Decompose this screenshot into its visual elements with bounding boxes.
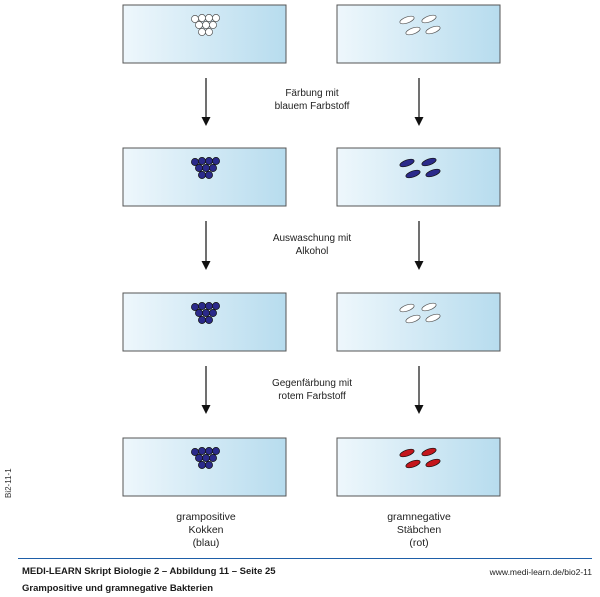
step-label-3-line1: Gegenfärbung mit xyxy=(272,378,352,389)
slide-left-1 xyxy=(122,4,287,64)
coccus-cell xyxy=(205,302,213,310)
coccus-cell xyxy=(202,309,210,317)
rod-cell xyxy=(399,158,415,168)
coccus-cell xyxy=(212,302,220,310)
rod-cell xyxy=(425,168,441,178)
step-label-2-line1: Auswaschung mit xyxy=(273,233,352,244)
rod-cell xyxy=(405,459,421,469)
arrow-right-1 xyxy=(414,78,424,126)
step-label-1-line1: Färbung mit xyxy=(285,88,339,99)
slide-left-4 xyxy=(122,437,287,497)
coccus-cell xyxy=(205,14,213,22)
coccus-cell xyxy=(202,164,210,172)
figure-code: Bi2-11-1 xyxy=(2,462,16,502)
coccus-cell xyxy=(209,164,217,172)
coccus-cell xyxy=(212,447,220,455)
coccus-cell xyxy=(202,21,210,29)
coccus-cell xyxy=(198,461,206,469)
coccus-cell xyxy=(198,316,206,324)
coccus-cell xyxy=(209,309,217,317)
coccus-cell xyxy=(198,14,206,22)
footer-divider xyxy=(18,558,592,559)
coccus-cell xyxy=(195,21,203,29)
rod-cell xyxy=(399,303,415,313)
coccus-cell xyxy=(209,454,217,462)
caption-right-line2: Stäbchen xyxy=(397,524,442,536)
figure-code-text: Bi2-11-1 xyxy=(4,468,13,498)
coccus-cell xyxy=(205,461,213,469)
arrow-left-3 xyxy=(201,366,211,414)
rod-cell xyxy=(421,447,437,457)
caption-left-line1: grampositive xyxy=(176,511,236,523)
footer-url-link[interactable]: www.medi-learn.de/bio2-11 xyxy=(489,567,592,577)
caption-left-line2: Kokken xyxy=(188,524,223,536)
footer-title: MEDI-LEARN Skript Biologie 2 – Abbildung… xyxy=(22,566,276,577)
rod-cell xyxy=(421,157,437,167)
footer-subtitle: Grampositive und gramnegative Bakterien xyxy=(22,583,214,594)
rod-cell xyxy=(405,314,421,324)
rod-cell xyxy=(405,26,421,36)
caption-right-line1: gramnegative xyxy=(387,511,451,523)
coccus-cell xyxy=(195,309,203,317)
coccus-cell xyxy=(202,454,210,462)
coccus-cell xyxy=(209,21,217,29)
arrow-right-2 xyxy=(414,221,424,270)
step-label-3-line2: rotem Farbstoff xyxy=(278,391,346,402)
coccus-cell xyxy=(205,157,213,165)
arrow-right-3 xyxy=(414,366,424,414)
coccus-cell xyxy=(198,447,206,455)
step-label-1-line2: blauem Farbstoff xyxy=(275,101,350,112)
rod-cell xyxy=(421,302,437,312)
coccus-cell xyxy=(198,28,206,36)
step-label-2-line2: Alkohol xyxy=(296,246,329,257)
caption-left-line3: (blau) xyxy=(193,537,220,549)
slide-left-2 xyxy=(122,147,287,207)
slide-right-2 xyxy=(336,147,501,207)
coccus-cell xyxy=(195,454,203,462)
coccus-cell xyxy=(205,171,213,179)
rod-cell xyxy=(399,448,415,458)
rod-cell xyxy=(425,313,441,323)
coccus-cell xyxy=(198,302,206,310)
slide-left-3 xyxy=(122,292,287,352)
slide-right-3 xyxy=(336,292,501,352)
rod-cell xyxy=(399,15,415,25)
caption-right-line3: (rot) xyxy=(409,537,428,549)
arrow-left-2 xyxy=(201,221,211,270)
coccus-cell xyxy=(212,14,220,22)
rod-cell xyxy=(425,458,441,468)
coccus-cell xyxy=(212,157,220,165)
coccus-cell xyxy=(198,171,206,179)
slide-right-1 xyxy=(336,4,501,64)
coccus-cell xyxy=(198,157,206,165)
coccus-cell xyxy=(205,28,213,36)
rod-cell xyxy=(421,14,437,24)
slide-right-4 xyxy=(336,437,501,497)
arrow-left-1 xyxy=(201,78,211,126)
rod-cell xyxy=(405,169,421,179)
coccus-cell xyxy=(195,164,203,172)
coccus-cell xyxy=(205,316,213,324)
coccus-cell xyxy=(205,447,213,455)
rod-cell xyxy=(425,25,441,35)
